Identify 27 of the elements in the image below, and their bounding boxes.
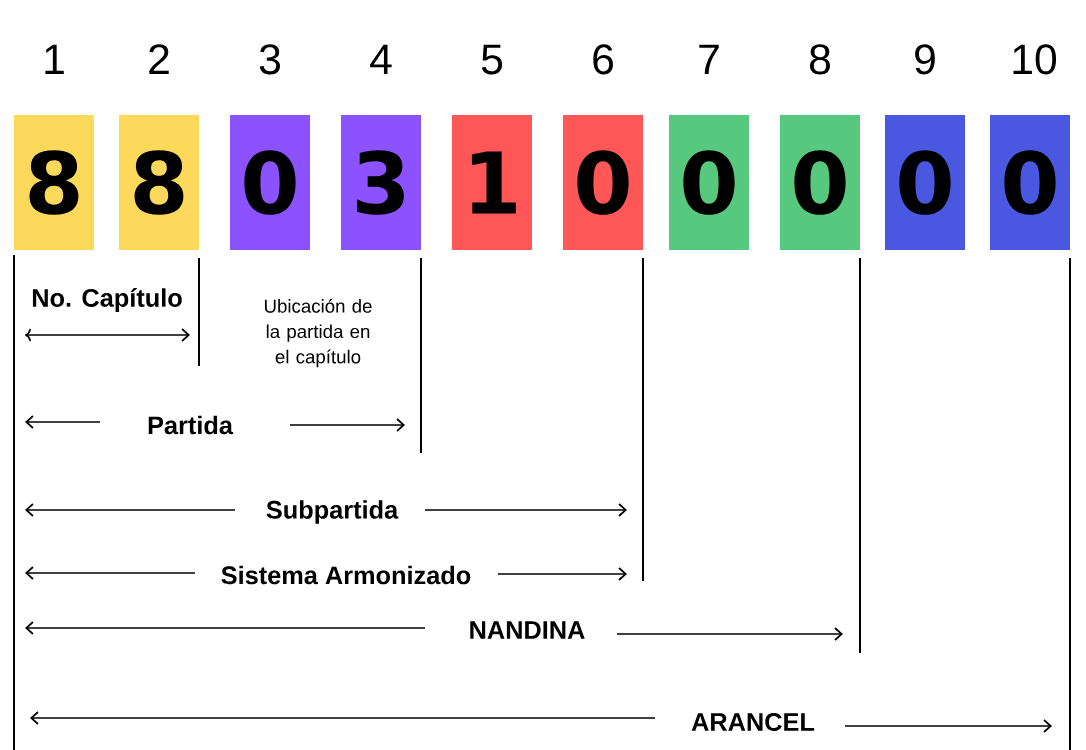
digit-box: 0	[230, 115, 310, 250]
dimension-label: Sistema Armonizado	[221, 565, 471, 585]
position-number: 4	[370, 44, 392, 74]
digit-box: 0	[990, 115, 1070, 250]
digit-box: 0	[780, 115, 860, 250]
position-number: 1	[45, 44, 64, 74]
dimension-label: ARANCEL	[691, 713, 815, 731]
dimension-label: Subpartida	[266, 500, 399, 524]
position-number: 9	[915, 44, 935, 75]
digit-box: 8	[119, 115, 199, 250]
position-number: 3	[259, 44, 280, 75]
dimension-label: Partida	[148, 415, 234, 435]
digit-box: 0	[563, 115, 643, 250]
digit-box: 0	[669, 115, 749, 250]
digit-box: 1	[452, 115, 532, 250]
note-text: Ubicación de la partida en el capítulo	[264, 298, 372, 368]
dimension-label: NANDINA	[470, 621, 585, 639]
position-number: 5	[481, 44, 503, 75]
digit-box: 0	[885, 115, 965, 250]
position-number: 2	[149, 44, 169, 74]
position-number: 6	[593, 44, 613, 75]
position-number: 7	[699, 44, 719, 74]
digit-box: 3	[341, 115, 421, 250]
dimension-label: No. Capítulo	[32, 288, 182, 312]
position-number: 8	[810, 44, 830, 75]
digit-box: 8	[14, 115, 94, 250]
position-number: 10	[1013, 44, 1057, 75]
